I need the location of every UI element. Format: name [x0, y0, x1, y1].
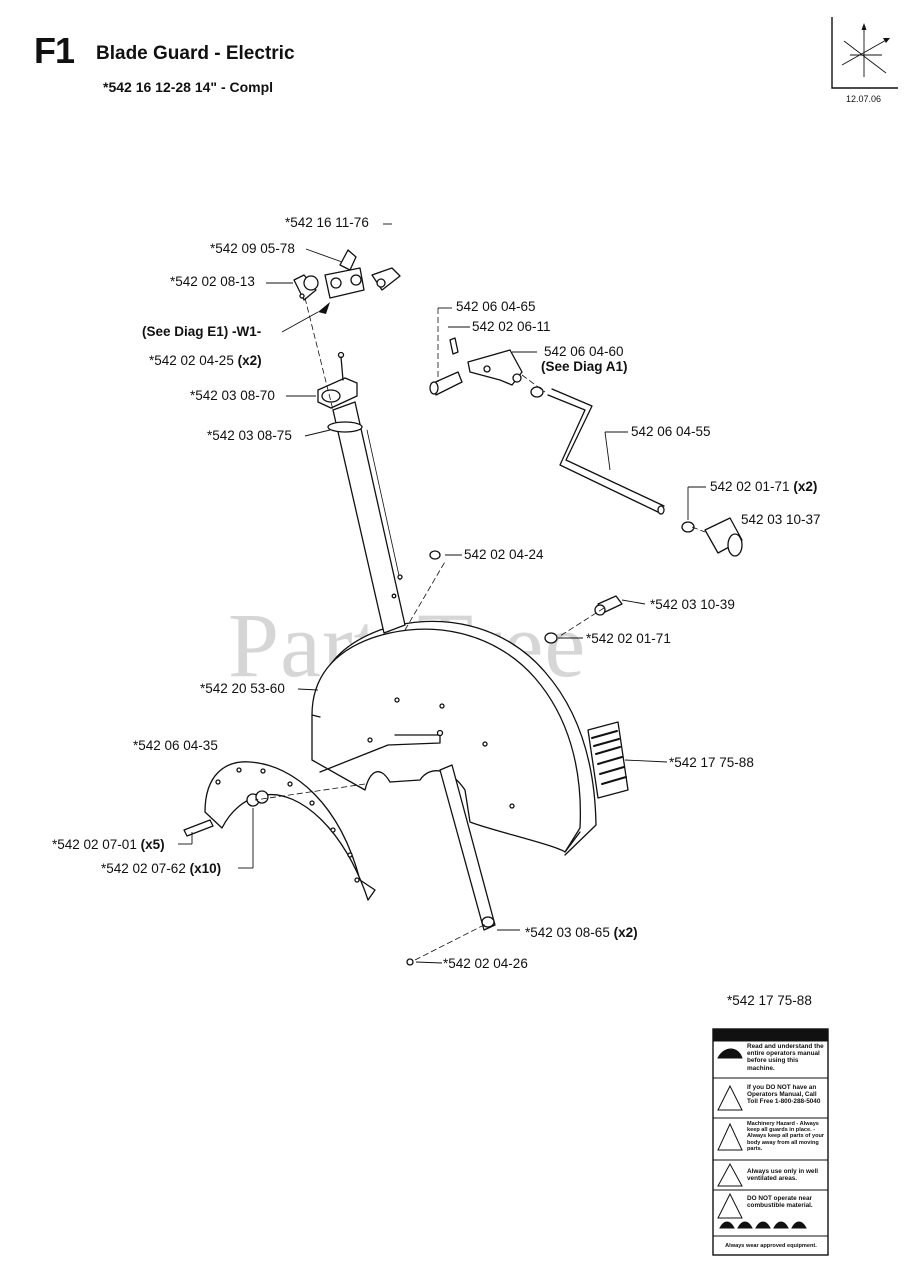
callout-see-diag-e1: (See Diag E1) -W1-	[142, 324, 262, 339]
callout-542-06-04-55: 542 06 04-55	[631, 424, 711, 439]
callout-542-02-04-26: *542 02 04-26	[443, 956, 528, 971]
warning-line-combustible: DO NOT operate near combustible material…	[747, 1195, 813, 1210]
warning-footer: Always wear approved equipment.	[725, 1243, 817, 1249]
warning-line-machinery-hazard: Machinery Hazard - Always keep all guard…	[747, 1121, 825, 1152]
callout-see-diag-a1: (See Diag A1)	[541, 359, 628, 374]
callout-542-03-08-70: *542 03 08-70	[190, 388, 275, 403]
callout-542-06-04-35: *542 06 04-35	[133, 738, 218, 753]
housing-decal	[587, 721, 629, 799]
callout-542-06-04-65: 542 06 04-65	[456, 299, 536, 314]
page-title: Blade Guard - Electric	[96, 43, 295, 64]
adjust-knob	[704, 517, 743, 557]
callout-542-03-08-65: *542 03 08-65 (x2)	[525, 925, 638, 940]
hinge-bracket-pin	[429, 337, 544, 398]
callout-542-02-08-13: *542 02 08-13	[170, 274, 255, 289]
callout-542-20-53-60: *542 20 53-60	[200, 681, 285, 696]
callout-decal-542-17-75-88: *542 17 75-88	[727, 993, 812, 1008]
warning-line-manual: Read and understand the entire operators…	[747, 1043, 824, 1072]
tube-screw	[429, 550, 441, 560]
section-code: F1	[34, 30, 75, 71]
warning-line-ventilation: Always use only in well ventilated areas…	[747, 1168, 819, 1183]
callout-542-02-01-71: *542 02 01-71	[586, 631, 671, 646]
callout-542-17-75-88: *542 17 75-88	[669, 755, 754, 770]
rod-nut	[681, 521, 695, 533]
warning-label-graphic	[712, 1028, 829, 1256]
flap-rivet	[183, 819, 214, 837]
callout-542-03-10-37: 542 03 10-37	[741, 512, 821, 527]
curved-flap	[204, 761, 376, 901]
tube-clamp-collar	[317, 351, 358, 409]
callout-542-16-11-76: *542 16 11-76	[285, 215, 369, 230]
support-arm-tube	[332, 401, 406, 634]
guard-nut	[544, 632, 558, 644]
tube-washer	[327, 421, 363, 433]
callout-542-02-04-25: *542 02 04-25 (x2)	[149, 353, 262, 368]
callout-542-02-07-01: *542 02 07-01 (x5)	[52, 837, 165, 852]
revision-date: 12.07.06	[846, 94, 882, 104]
callout-542-03-10-39: *542 03 10-39	[650, 597, 735, 612]
crank-rod	[547, 388, 665, 515]
callout-542-09-05-78: *542 09 05-78	[210, 241, 295, 256]
callout-542-02-01-71-x2: 542 02 01-71 (x2)	[710, 479, 818, 494]
guard-fitting	[594, 595, 623, 616]
blade-guard-housing	[311, 620, 597, 856]
page-subtitle: *542 16 12-28 14" - Compl	[103, 79, 274, 95]
callout-542-02-04-24: 542 02 04-24	[464, 547, 544, 562]
callout-542-06-04-60: 542 06 04-60	[544, 344, 624, 359]
water-valve-assembly	[293, 249, 401, 301]
callout-542-03-08-75: *542 03 08-75	[207, 428, 292, 443]
callout-542-02-06-11: 542 02 06-11	[472, 319, 551, 334]
callout-542-02-07-62: *542 02 07-62 (x10)	[101, 861, 222, 876]
stand-leg	[406, 764, 496, 966]
warning-line-toll-free: If you DO NOT have an Operators Manual, …	[747, 1084, 821, 1106]
orientation-axis-icon	[828, 15, 900, 90]
